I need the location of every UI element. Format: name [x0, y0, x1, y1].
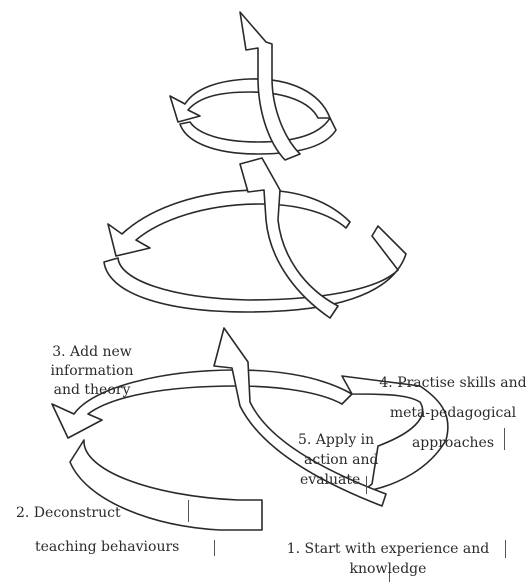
spiral-loop-bottom: [51, 327, 449, 531]
step-5-line-1: 5. Apply in: [298, 432, 375, 448]
step-3-line-3: and theory: [53, 382, 131, 398]
loop-bottom-back-arrow: [51, 369, 353, 439]
spiral-loop-middle: [103, 157, 407, 319]
loop-middle-back-arrow: [107, 189, 351, 257]
loop-middle-front-arrow: [103, 225, 407, 313]
callout-bar-approaches: [504, 428, 505, 450]
step-5-line-2: action and: [304, 452, 379, 468]
step-3-label: 3. Add new information and theory: [22, 343, 162, 400]
callout-bar-evaluate: [366, 476, 367, 494]
step-4-label: 4. Practise skills and meta-pedagogical …: [376, 368, 530, 458]
step-4-line-1: 4. Practise skills and: [379, 375, 527, 391]
loop-bottom-ascending-arrow: [213, 327, 387, 507]
step-1-label: 1. Start with experience and knowledge: [268, 539, 508, 579]
step-2-line-2: teaching behaviours: [35, 539, 180, 555]
step-1-line-2: knowledge: [349, 561, 427, 577]
spiral-loop-top: [169, 11, 337, 161]
loop-bottom-front-arrow: [69, 439, 263, 531]
step-4-line-2: meta-pedagogical: [389, 405, 517, 421]
loop-top-back-arrow: [169, 78, 331, 123]
step-2-line-1: 2. Deconstruct: [16, 505, 121, 521]
loop-middle-ascending-arrow: [239, 157, 339, 319]
step-2-label-continued: teaching behaviours: [35, 537, 179, 557]
callout-bar-deconstruct: [188, 500, 189, 522]
step-1-line-1: 1. Start with experience and: [286, 541, 490, 557]
step-2-label: 2. Deconstruct: [16, 503, 121, 523]
callout-bar-knowledge: [389, 568, 390, 582]
callout-bar-experience: [505, 540, 506, 558]
step-3-line-1: 3. Add new: [52, 344, 132, 360]
loop-top-ascending-arrow: [239, 11, 301, 161]
step-5-label: 5. Apply in action and evaluate: [294, 430, 379, 490]
step-3-line-2: information: [50, 363, 134, 379]
step-5-line-3: evaluate: [300, 472, 361, 488]
step-4-line-3: approaches: [411, 435, 495, 451]
callout-bar-teaching: [214, 540, 215, 556]
loop-top-front-arrow: [179, 117, 337, 155]
